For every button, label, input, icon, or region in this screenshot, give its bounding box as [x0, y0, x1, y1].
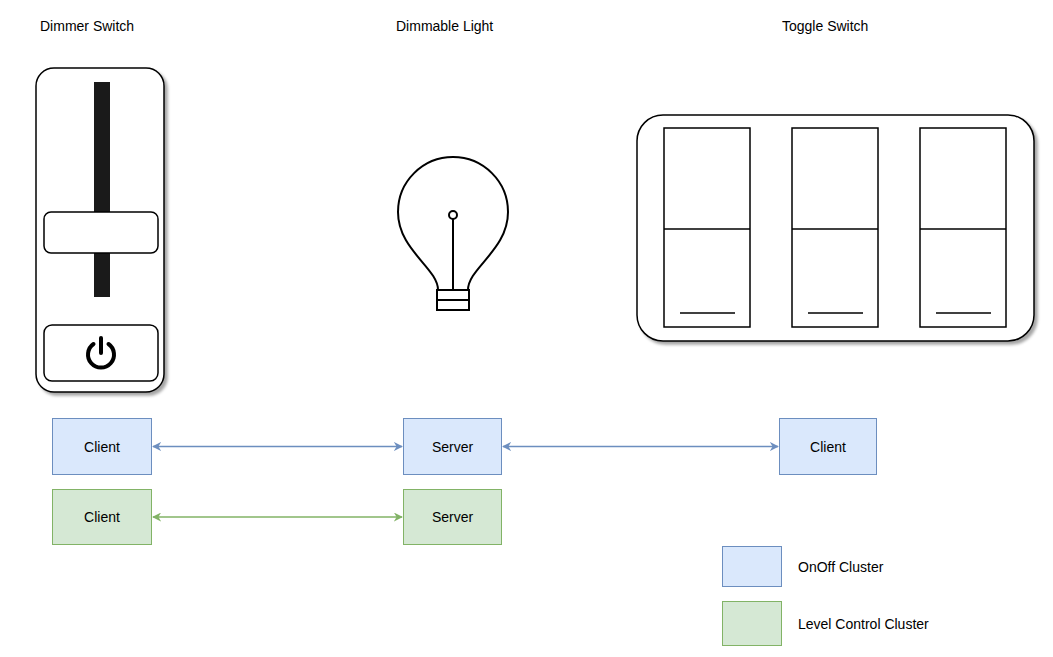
legend-swatch: [722, 546, 782, 587]
cluster-box: Server: [403, 489, 502, 545]
cluster-box: Client: [779, 418, 877, 475]
legend-text: OnOff Cluster: [798, 559, 883, 575]
box-text: Server: [432, 439, 473, 455]
toggle-switch: [637, 115, 1034, 341]
legend-swatch: [722, 601, 782, 646]
device-heading: Dimmable Light: [396, 18, 493, 34]
cluster-box: Client: [52, 489, 152, 545]
cluster-connector: [153, 446, 402, 448]
light-bulb: [398, 157, 508, 310]
dimmer-switch: [36, 68, 164, 392]
cluster-box: Client: [52, 418, 152, 475]
box-text: Client: [810, 439, 846, 455]
cluster-connector: [153, 516, 402, 518]
device-heading: Toggle Switch: [782, 18, 868, 34]
box-text: Server: [432, 509, 473, 525]
box-text: Client: [84, 509, 120, 525]
cluster-connector: [503, 446, 778, 448]
legend-text: Level Control Cluster: [798, 616, 929, 632]
box-text: Client: [84, 439, 120, 455]
device-heading: Dimmer Switch: [40, 18, 134, 34]
cluster-box: Server: [403, 418, 502, 475]
